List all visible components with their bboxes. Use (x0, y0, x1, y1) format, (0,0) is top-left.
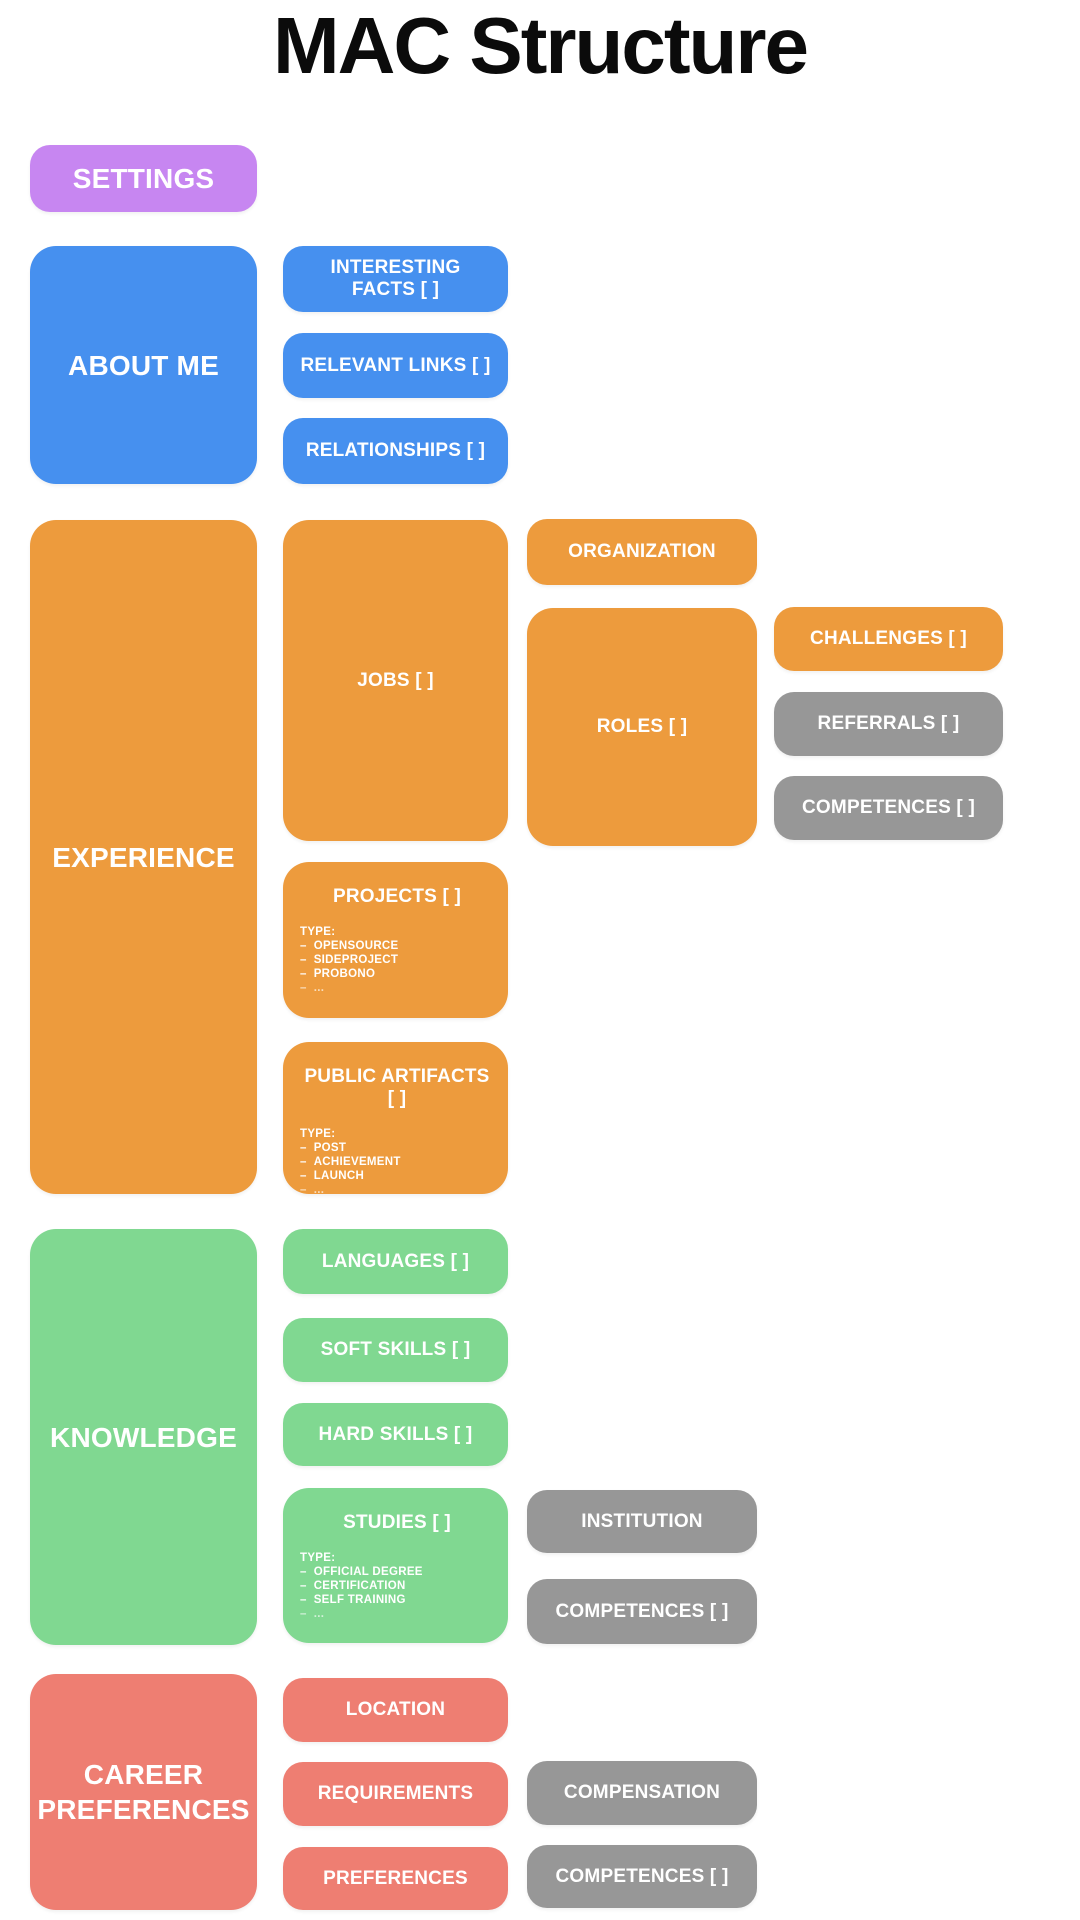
type-list-item: – PROBONO (300, 967, 494, 981)
node-location: LOCATION (283, 1678, 508, 1742)
studies-type-list: TYPE: – OFFICIAL DEGREE – CERTIFICATION … (300, 1551, 494, 1621)
node-career-competences: COMPETENCES [ ] (527, 1845, 757, 1908)
type-list-item-label: ... (313, 982, 325, 994)
list-bullet: – (300, 1566, 307, 1578)
list-bullet: – (300, 982, 307, 994)
node-knowledge-label: KNOWLEDGE (50, 1421, 237, 1453)
node-career-preferences-label: CAREER PREFERENCES (37, 1759, 250, 1825)
type-list-item: – OPENSOURCE (300, 939, 494, 953)
node-settings: SETTINGS (30, 145, 257, 212)
type-list-item: – ... (300, 981, 494, 995)
node-studies: STUDIES [ ] TYPE: – OFFICIAL DEGREE – CE… (283, 1488, 508, 1643)
type-list-item-label: LAUNCH (313, 1170, 365, 1182)
node-about-me-label: ABOUT ME (68, 349, 219, 381)
type-list-item-label: OPENSOURCE (313, 940, 399, 952)
node-studies-competences: COMPETENCES [ ] (527, 1579, 757, 1644)
node-projects: PROJECTS [ ] TYPE: – OPENSOURCE – SIDEPR… (283, 862, 508, 1018)
list-bullet: – (300, 1156, 307, 1168)
type-list-item: – ... (300, 1183, 494, 1197)
node-career-competences-label: COMPETENCES [ ] (555, 1865, 729, 1887)
node-location-label: LOCATION (345, 1699, 446, 1720)
node-roles-label: ROLES [ ] (596, 716, 688, 737)
list-bullet: – (300, 1594, 307, 1606)
node-experience: EXPERIENCE (30, 520, 257, 1194)
node-challenges: CHALLENGES [ ] (774, 607, 1003, 671)
node-experience-label: EXPERIENCE (52, 841, 235, 873)
node-relevant-links: RELEVANT LINKS [ ] (283, 333, 508, 398)
node-institution-label: INSTITUTION (581, 1510, 703, 1532)
type-list-item-label: ... (313, 1608, 325, 1620)
node-languages-label: LANGUAGES [ ] (321, 1250, 470, 1272)
type-list-header: TYPE: (300, 926, 336, 938)
node-relevant-links-label: RELEVANT LINKS [ ] (300, 354, 491, 376)
type-list-item: – OFFICIAL DEGREE (300, 1565, 494, 1579)
node-challenges-label: CHALLENGES [ ] (810, 628, 967, 649)
node-referrals-label: REFERRALS [ ] (817, 713, 960, 734)
node-hard-skills-label: HARD SKILLS [ ] (318, 1423, 473, 1445)
type-list-item-label: SIDEPROJECT (313, 954, 399, 966)
node-jobs: JOBS [ ] (283, 520, 508, 841)
node-roles-competences-label: COMPETENCES [ ] (802, 797, 975, 818)
node-organization-label: ORGANIZATION (568, 541, 716, 562)
list-bullet: – (300, 940, 307, 952)
public-artifacts-type-list: TYPE: – POST – ACHIEVEMENT – LAUNCH – ..… (300, 1127, 494, 1197)
page-title: MAC Structure (272, 1, 809, 90)
node-roles: ROLES [ ] (527, 608, 757, 846)
type-list-item-label: PROBONO (313, 968, 376, 980)
node-projects-label: PROJECTS [ ] (332, 886, 462, 907)
type-list-item-label: POST (313, 1142, 347, 1154)
list-bullet: – (300, 1580, 307, 1592)
type-list-item: – CERTIFICATION (300, 1579, 494, 1593)
node-settings-label: SETTINGS (72, 163, 215, 194)
node-career-preferences: CAREER PREFERENCES (30, 1674, 257, 1910)
node-languages: LANGUAGES [ ] (283, 1229, 508, 1294)
node-interesting-facts: INTERESTING FACTS [ ] (283, 246, 508, 312)
type-list-item: – ACHIEVEMENT (300, 1155, 494, 1169)
list-bullet: – (300, 954, 307, 966)
type-list-item-label: SELF TRAINING (313, 1594, 406, 1606)
list-bullet: – (300, 1170, 307, 1182)
node-studies-label: STUDIES [ ] (343, 1512, 451, 1533)
type-list-item-label: OFFICIAL DEGREE (313, 1566, 423, 1578)
node-about-me: ABOUT ME (30, 246, 257, 484)
node-organization: ORGANIZATION (527, 519, 757, 585)
node-compensation-label: COMPENSATION (563, 1782, 721, 1803)
list-bullet: – (300, 968, 307, 980)
node-interesting-facts-label: INTERESTING FACTS [ ] (330, 257, 461, 300)
type-list-item-label: ACHIEVEMENT (313, 1156, 401, 1168)
node-compensation: COMPENSATION (527, 1761, 757, 1825)
node-soft-skills: SOFT SKILLS [ ] (283, 1318, 508, 1382)
type-list-item-label: CERTIFICATION (313, 1580, 406, 1592)
type-list-item: – LAUNCH (300, 1169, 494, 1183)
projects-type-list: TYPE: – OPENSOURCE – SIDEPROJECT – PROBO… (300, 925, 494, 995)
node-requirements-label: REQUIREMENTS (317, 1783, 474, 1804)
node-soft-skills-label: SOFT SKILLS [ ] (320, 1339, 471, 1360)
node-relationships: RELATIONSHIPS [ ] (283, 418, 508, 484)
node-knowledge: KNOWLEDGE (30, 1229, 257, 1645)
node-public-artifacts: PUBLIC ARTIFACTS [ ] TYPE: – POST – ACHI… (283, 1042, 508, 1197)
type-list-item: – ... (300, 1607, 494, 1621)
node-preferences: PREFERENCES (283, 1847, 508, 1910)
node-public-artifacts-label: PUBLIC ARTIFACTS [ ] (304, 1066, 490, 1109)
type-list-item: – SELF TRAINING (300, 1593, 494, 1607)
node-studies-competences-label: COMPETENCES [ ] (555, 1600, 729, 1622)
node-requirements: REQUIREMENTS (283, 1762, 508, 1826)
type-list-header: TYPE: (300, 1128, 336, 1140)
node-preferences-label: PREFERENCES (323, 1867, 468, 1889)
type-list-item-label: ... (313, 1184, 325, 1196)
node-hard-skills: HARD SKILLS [ ] (283, 1403, 508, 1466)
type-list-header: TYPE: (300, 1552, 336, 1564)
list-bullet: – (300, 1608, 307, 1620)
list-bullet: – (300, 1142, 307, 1154)
node-institution: INSTITUTION (527, 1490, 757, 1553)
node-jobs-label: JOBS [ ] (357, 669, 434, 691)
node-roles-competences: COMPETENCES [ ] (774, 776, 1003, 840)
type-list-item: – SIDEPROJECT (300, 953, 494, 967)
node-relationships-label: RELATIONSHIPS [ ] (305, 440, 486, 461)
list-bullet: – (300, 1184, 307, 1196)
type-list-item: – POST (300, 1141, 494, 1155)
node-referrals: REFERRALS [ ] (774, 692, 1003, 756)
